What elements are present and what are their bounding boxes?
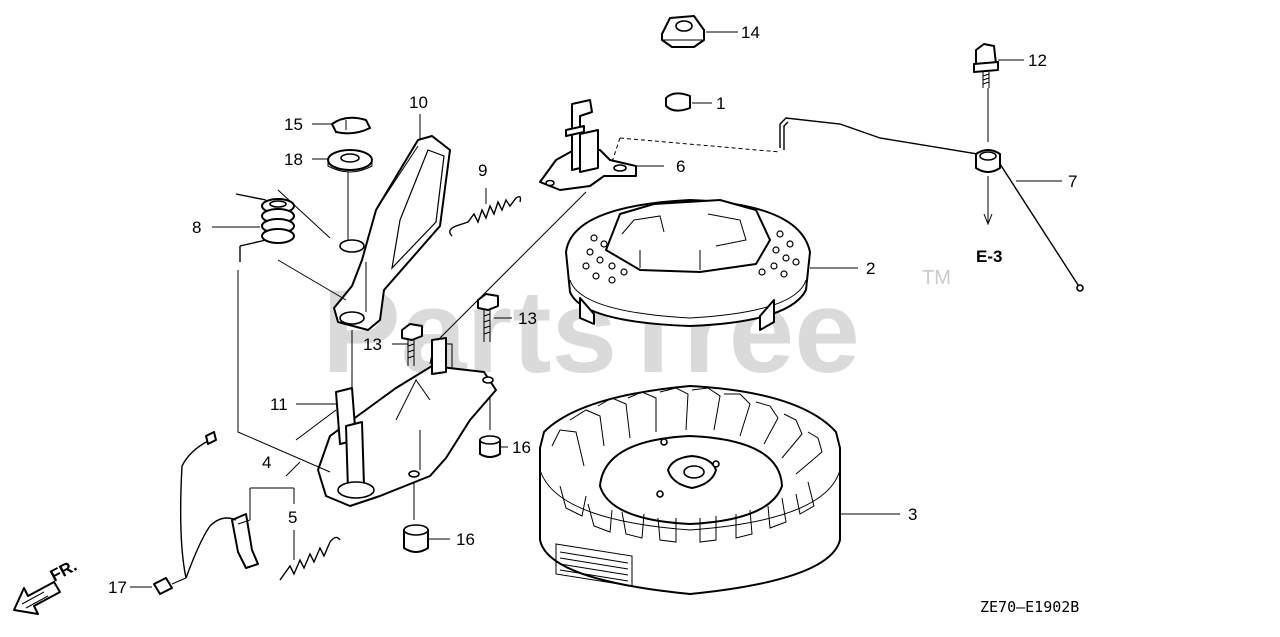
- callout-18[interactable]: 18: [284, 150, 303, 169]
- wire-lead: [179, 431, 237, 579]
- part-16-collar-upper[interactable]: [479, 435, 501, 458]
- part-14-flange-nut[interactable]: [661, 15, 705, 48]
- callout-15[interactable]: 15: [284, 115, 303, 134]
- callout-9[interactable]: 9: [478, 161, 487, 180]
- callout-12[interactable]: 12: [1028, 51, 1047, 70]
- part-15-clip[interactable]: [331, 116, 371, 135]
- callout-16-upper[interactable]: 16: [512, 438, 531, 457]
- leader-lines: [130, 31, 1062, 588]
- part-1-key[interactable]: [665, 92, 691, 112]
- part-18-washer[interactable]: [327, 149, 373, 173]
- part-2-vent-holes: [582, 230, 800, 284]
- callout-10[interactable]: 10: [409, 93, 428, 112]
- callout-14[interactable]: 14: [741, 23, 760, 42]
- part-2-plate[interactable]: [565, 199, 811, 331]
- callout-13-right[interactable]: 13: [518, 309, 537, 328]
- callout-5[interactable]: 5: [288, 508, 297, 527]
- reference-label[interactable]: E-3: [976, 247, 1002, 266]
- part-12-bolt[interactable]: [973, 43, 999, 88]
- part-3-flywheel[interactable]: [539, 385, 841, 595]
- part-8-spring[interactable]: [235, 193, 295, 262]
- callout-11[interactable]: 11: [270, 395, 288, 414]
- part-17-screw[interactable]: [153, 577, 187, 595]
- trademark: TM: [922, 267, 951, 289]
- callout-16-lower[interactable]: 16: [456, 530, 475, 549]
- part-3-vent-grille: [555, 543, 633, 587]
- part-4-switch[interactable]: [231, 513, 259, 569]
- assembly-lines: [237, 137, 781, 520]
- callout-7[interactable]: 7: [1068, 172, 1077, 191]
- part-13-bolt-left[interactable]: [401, 323, 423, 366]
- part-16-collar-lower[interactable]: [403, 524, 429, 553]
- callout-6[interactable]: 6: [676, 157, 685, 176]
- callout-4[interactable]: 4: [262, 453, 271, 472]
- part-5-spring[interactable]: [279, 536, 341, 581]
- callout-17[interactable]: 17: [108, 578, 127, 597]
- part-10-arm[interactable]: [333, 135, 451, 331]
- callout-3[interactable]: 3: [908, 505, 917, 524]
- callout-2[interactable]: 2: [866, 259, 875, 278]
- part-3-fins: [551, 387, 823, 543]
- callouts: 14 1 12 6 7 2 3 9 10 15 18 8 13 13 11 16…: [108, 23, 1077, 597]
- part-13-bolt-right[interactable]: [477, 293, 499, 342]
- front-arrow-icon: [13, 581, 61, 615]
- callout-13-left[interactable]: 13: [363, 335, 382, 354]
- part-9-spring[interactable]: [449, 195, 522, 237]
- part-11-base[interactable]: [317, 337, 497, 507]
- callout-8[interactable]: 8: [192, 218, 201, 237]
- part-7-rod[interactable]: [779, 117, 1084, 292]
- part-6-arm[interactable]: [539, 99, 637, 191]
- drawing-code: ZE70—E1902B: [980, 598, 1079, 616]
- front-label: FR.: [47, 556, 80, 586]
- callout-1[interactable]: 1: [716, 94, 725, 113]
